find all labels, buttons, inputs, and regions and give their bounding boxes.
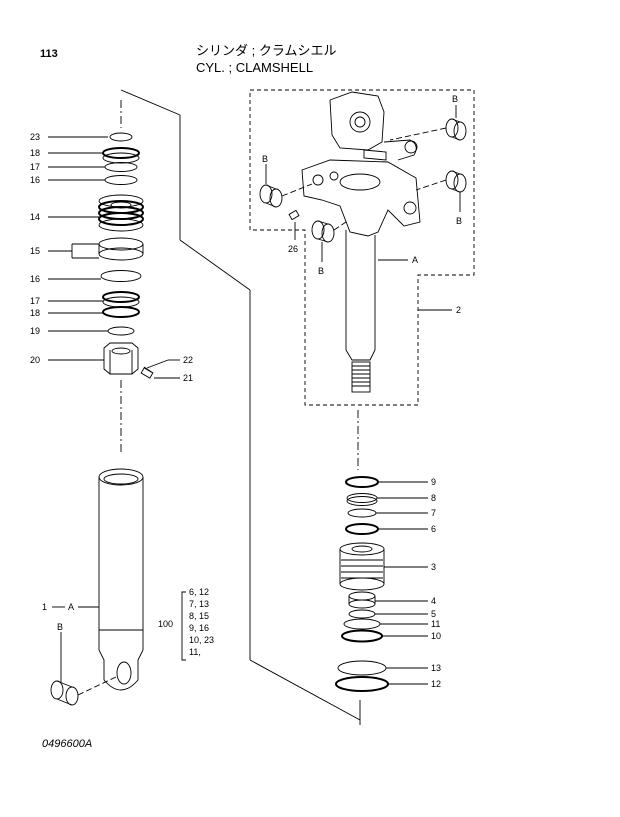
callout-22: 22 [183, 355, 193, 365]
packing-14 [98, 194, 144, 232]
ring-4 [348, 591, 376, 609]
ring-15 [98, 237, 144, 261]
kit-line-5: 10, 23 [189, 635, 214, 645]
ring-11 [343, 618, 381, 630]
bushing-b-2 [259, 183, 313, 208]
title-english: CYL. ; CLAMSHELL [196, 60, 314, 75]
piston-rod [345, 230, 376, 393]
callout-11: 11 [431, 619, 440, 629]
kit-line-3: 8, 15 [189, 611, 209, 621]
callout-20: 20 [30, 355, 40, 365]
kit-line-4: 9, 16 [189, 623, 209, 633]
callout-17: 17 [30, 162, 40, 172]
callout-b-top-3: B [456, 216, 462, 226]
ring-13 [337, 660, 387, 676]
ring-8 [346, 493, 378, 506]
callout-16-lower: 16 [30, 274, 40, 284]
ring-16-top [104, 175, 138, 185]
callout-15: 15 [30, 246, 40, 256]
bushing-b-4 [311, 220, 347, 243]
set-screw-21-22 [140, 366, 154, 379]
callout-21: 21 [183, 373, 193, 383]
callout-12: 12 [431, 679, 441, 689]
callout-4: 4 [431, 596, 436, 606]
callout-5: 5 [431, 609, 436, 619]
ring-16-lower [100, 270, 142, 282]
callout-b-top-2: B [262, 154, 268, 164]
callout-a-tube: A [68, 602, 74, 612]
kit-line-1: 6, 12 [189, 587, 209, 597]
callout-16: 16 [30, 175, 40, 185]
callout-14: 14 [30, 212, 40, 222]
ring-18-top [102, 147, 140, 164]
callout-8: 8 [431, 493, 436, 503]
callout-3: 3 [431, 562, 436, 572]
cylinder-tube [98, 468, 144, 691]
callout-18-lower: 18 [30, 308, 40, 318]
nut-20 [103, 342, 139, 375]
callout-19: 19 [30, 326, 40, 336]
drawing-code: 0496600A [42, 738, 93, 750]
bushing-b-left [50, 675, 119, 706]
callout-26: 26 [288, 244, 298, 254]
callout-13: 13 [431, 663, 441, 673]
callout-2: 2 [456, 305, 461, 315]
callout-b-tube: B [57, 622, 63, 632]
callout-100: 100 [158, 619, 173, 629]
title-japanese: シリンダ ; クラムシエル [196, 43, 337, 58]
kit-line-2: 7, 13 [189, 599, 209, 609]
callout-9: 9 [431, 477, 436, 487]
ring-7 [347, 508, 377, 518]
callout-b-top-1: B [452, 94, 458, 104]
callout-10: 10 [431, 631, 441, 641]
callout-18: 18 [30, 148, 40, 158]
bushing-b-1 [389, 118, 467, 141]
callout-6: 6 [431, 524, 436, 534]
grease-fitting-26 [288, 209, 300, 221]
ring-9 [345, 476, 379, 488]
ring-17-lower [102, 291, 140, 308]
ring-12 [335, 676, 389, 692]
ring-19 [107, 326, 135, 336]
callout-b-top-4: B [318, 266, 324, 276]
ring-6 [345, 523, 379, 535]
bushing-b-3 [415, 170, 467, 193]
rod-head-clevis [301, 91, 421, 237]
piston-3 [339, 542, 385, 591]
callout-17-lower: 17 [30, 296, 40, 306]
kit-line-6: 11, [189, 647, 201, 657]
ring-10 [341, 629, 383, 643]
ring-5 [348, 609, 376, 619]
seal-23 [109, 132, 133, 142]
callout-1: 1 [42, 602, 47, 612]
callout-23: 23 [30, 132, 40, 142]
ring-17-top [104, 162, 138, 172]
ring-18-lower [102, 306, 140, 318]
page-number: 113 [40, 48, 58, 60]
callout-a-rod: A [412, 255, 418, 265]
callout-7: 7 [431, 508, 436, 518]
